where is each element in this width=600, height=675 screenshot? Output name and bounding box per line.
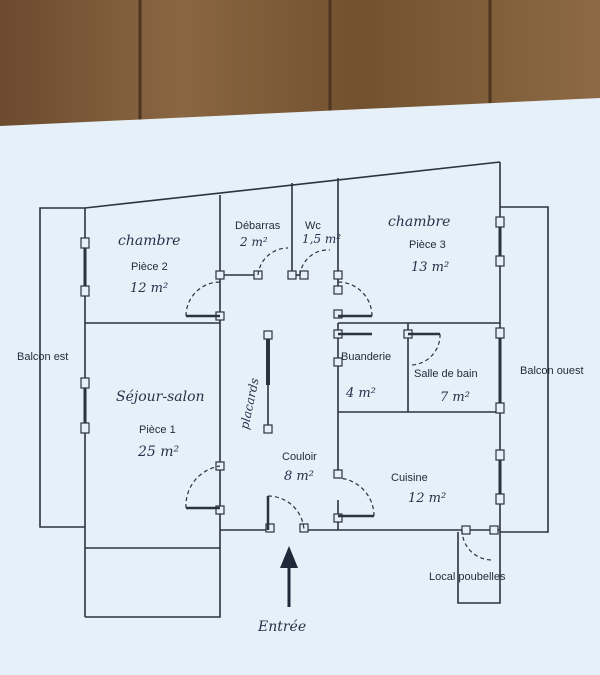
chambre-left-name: Pièce 2 [131, 261, 168, 273]
balcon-ouest-label: Balcon ouest [520, 365, 584, 377]
chambre-right-heading: chambre [388, 214, 450, 230]
entree-label: Entrée [257, 619, 306, 635]
couloir-name: Couloir [282, 451, 317, 463]
salle-de-bain-area: 7 m² [440, 390, 470, 405]
entree-arrow [280, 546, 298, 607]
salle-de-bain-name: Salle de bain [414, 368, 478, 380]
sejour-heading: Séjour-salon [116, 389, 205, 405]
wc-area: 1,5 m² [302, 232, 341, 246]
buanderie-name: Buanderie [341, 351, 391, 363]
chambre-right-name: Pièce 3 [409, 239, 446, 251]
balcon-est-label: Balcon est [17, 351, 68, 363]
local-poubelles-label: Local poubelles [429, 571, 506, 583]
debarras-area: 2 m² [239, 235, 268, 249]
chambre-right-area: 13 m² [411, 260, 449, 275]
sejour-name: Pièce 1 [139, 424, 176, 436]
door-swings [185, 247, 493, 561]
debarras-name: Débarras [235, 220, 281, 232]
cuisine-area: 12 m² [408, 491, 446, 506]
sejour-area: 25 m² [137, 444, 180, 460]
cuisine-name: Cuisine [391, 472, 428, 484]
wood-background [0, 0, 600, 130]
chambre-left-heading: chambre [118, 233, 180, 249]
buanderie-area: 4 m² [345, 386, 376, 401]
couloir-area: 8 m² [284, 469, 314, 484]
wc-name: Wc [305, 220, 321, 232]
chambre-left-area: 12 m² [130, 281, 168, 296]
